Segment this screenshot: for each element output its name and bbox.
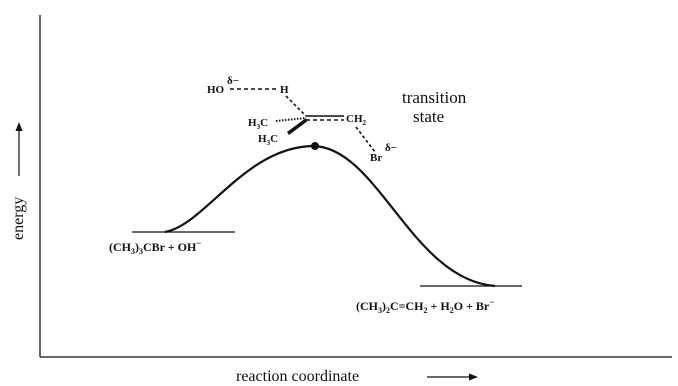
transition-state-structure: HO δ− H H3C H3C CH2 Br δ− <box>207 75 397 164</box>
methyl-bottom-wedge-bond <box>287 118 307 135</box>
methylene-label: CH2 <box>346 113 367 127</box>
bromine-label: Br <box>370 152 382 164</box>
y-axis-label: energy <box>10 197 27 240</box>
transition-state-label-line2: state <box>413 107 444 126</box>
h-c-partial-bond <box>285 95 307 117</box>
transition-state-point <box>311 142 319 150</box>
products-label: (CH3)2C=CH2 + H2O + Br− <box>356 297 494 315</box>
methyl-top-hashed-bond <box>275 117 307 122</box>
delta-minus-oxygen: δ− <box>227 75 239 87</box>
x-axis-label: reaction coordinate <box>236 368 359 385</box>
energy-curve <box>164 144 496 288</box>
hydroxide-o-label: HO <box>207 84 225 96</box>
transition-state-label-line1: transition <box>402 88 467 107</box>
x-axis-arrow-head <box>469 373 478 381</box>
y-axis-arrow-head <box>15 122 23 131</box>
methyl-top-label: H3C <box>248 117 268 131</box>
c-br-partial-bond <box>355 126 376 153</box>
hydrogen-label: H <box>280 84 289 96</box>
delta-minus-bromine: δ− <box>385 142 397 154</box>
reactants-label: (CH3)3CBr + OH− <box>109 238 201 256</box>
methyl-bottom-label: H3C <box>258 133 278 147</box>
